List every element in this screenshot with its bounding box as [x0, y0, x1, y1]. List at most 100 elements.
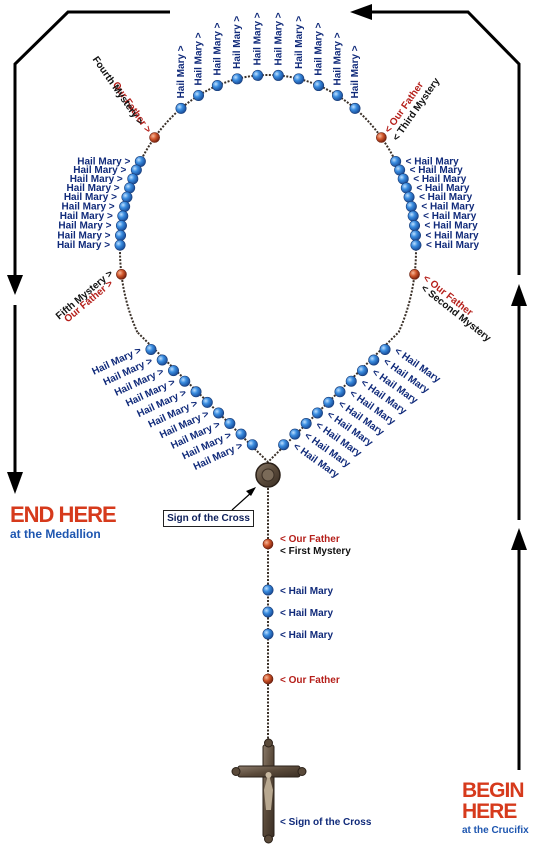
- hail-mary-bead: [409, 229, 421, 241]
- label-hail-mary: < Hail Mary: [425, 230, 479, 241]
- prayer-labels: Hail Mary >Hail Mary >Hail Mary >Hail Ma…: [54, 12, 493, 828]
- label-hail-mary: Hail Mary >: [232, 16, 243, 69]
- hail-mary-bead: [224, 418, 236, 430]
- hail-mary-bead: [117, 210, 129, 222]
- hail-mary-bead: [114, 239, 126, 251]
- hail-mary-bead: [175, 102, 187, 114]
- hail-mary-bead: [345, 375, 357, 387]
- label-second-mystery: < Second Mystery: [419, 283, 493, 344]
- hail-mary-bead: [293, 73, 305, 85]
- hail-mary-bead: [167, 365, 179, 377]
- hail-mary-bead: [357, 365, 369, 377]
- hail-mary-bead: [407, 210, 419, 222]
- hail-mary-bead: [201, 396, 213, 408]
- label-hail-mary: < Hail Mary: [280, 608, 334, 619]
- label-hail-mary: Hail Mary >: [70, 174, 123, 185]
- label-hail-mary: Hail Mary >: [314, 22, 325, 75]
- hail-mary-bead: [400, 182, 412, 194]
- our-father-bead: [262, 673, 274, 685]
- label-fifth-mystery: Fifth Mystery >: [54, 268, 115, 322]
- hail-mary-bead: [272, 69, 284, 81]
- end-here-subtitle: at the Medallion: [10, 527, 101, 541]
- rosary-beads: [114, 69, 422, 685]
- hail-mary-bead: [235, 428, 247, 440]
- hail-mary-bead: [252, 69, 264, 81]
- label-hail-mary: Hail Mary >: [176, 45, 187, 98]
- arrow-down-icon: [7, 275, 23, 295]
- sign-of-cross-box: Sign of the Cross: [163, 510, 254, 527]
- label-hail-mary: < Hail Mary: [410, 165, 464, 176]
- our-father-bead: [116, 269, 127, 280]
- label-our-father: < Our Father: [280, 675, 340, 686]
- hail-mary-bead: [179, 375, 191, 387]
- hail-mary-bead: [300, 418, 312, 430]
- hail-mary-bead: [156, 354, 168, 366]
- label-fourth-mystery: Fourth Mystery >: [90, 55, 145, 128]
- hail-mary-bead: [403, 191, 415, 203]
- hail-mary-bead: [262, 628, 274, 640]
- hail-mary-bead: [349, 102, 361, 114]
- label-hail-mary: Hail Mary >: [57, 240, 110, 251]
- hail-mary-bead: [246, 439, 258, 451]
- medallion-pointer: [231, 491, 253, 511]
- our-father-bead: [376, 132, 387, 143]
- hail-mary-bead: [190, 386, 202, 398]
- label-hail-mary: Hail Mary >: [350, 45, 361, 98]
- label-hail-mary: Hail Mary >: [77, 156, 130, 167]
- label-hail-mary: < Hail Mary: [280, 630, 334, 641]
- hail-mary-bead: [213, 407, 225, 419]
- label-hail-mary: < Hail Mary: [419, 192, 473, 203]
- hail-mary-bead: [119, 200, 131, 212]
- label-hail-mary: Hail Mary >: [73, 165, 126, 176]
- label-hail-mary: < Hail Mary: [421, 201, 475, 212]
- hail-mary-bead: [262, 584, 274, 596]
- hail-mary-bead: [313, 80, 325, 92]
- label-our-father: < Our Father: [280, 534, 340, 545]
- our-father-bead: [149, 132, 160, 143]
- hail-mary-bead: [311, 407, 323, 419]
- hail-mary-bead: [405, 200, 417, 212]
- arrow-up-icon: [511, 528, 527, 550]
- hail-mary-bead: [368, 354, 380, 366]
- arrow-up-icon: [511, 284, 527, 306]
- arrow-left-icon: [350, 4, 372, 20]
- label-hail-mary: < Hail Mary: [280, 586, 334, 597]
- label-hail-mary: < Hail Mary: [413, 174, 467, 185]
- label-hail-mary: Hail Mary >: [67, 183, 120, 194]
- crucifix-icon: [231, 738, 307, 844]
- hail-mary-bead: [323, 396, 335, 408]
- hail-mary-bead: [193, 89, 205, 101]
- begin-here-subtitle: at the Crucifix: [462, 825, 529, 836]
- our-father-bead: [409, 269, 420, 280]
- label-hail-mary: Hail Mary >: [62, 201, 115, 212]
- label-sign-of-cross: < Sign of the Cross: [280, 817, 372, 828]
- hail-mary-bead: [145, 343, 157, 355]
- hail-mary-bead: [289, 428, 301, 440]
- label-hail-mary: Hail Mary >: [212, 22, 223, 75]
- label-hail-mary: Hail Mary >: [58, 221, 111, 232]
- label-hail-mary: Hail Mary >: [253, 12, 264, 65]
- hail-mary-bead: [409, 220, 421, 232]
- label-hail-mary: < Hail Mary: [406, 156, 460, 167]
- our-father-bead: [262, 538, 274, 550]
- hail-mary-bead: [115, 220, 127, 232]
- arrow-icon: [246, 487, 256, 496]
- hail-mary-bead: [410, 239, 422, 251]
- hail-mary-bead: [211, 80, 223, 92]
- arrow-down-icon: [7, 472, 23, 494]
- hail-mary-bead: [124, 182, 136, 194]
- label-hail-mary: Hail Mary >: [332, 32, 343, 85]
- label-hail-mary: < Hail Mary: [426, 240, 480, 251]
- begin-here-title: BEGIN HERE: [462, 780, 540, 822]
- label-hail-mary: Hail Mary >: [64, 192, 117, 203]
- hail-mary-bead: [262, 606, 274, 618]
- label-hail-mary: < Hail Mary: [425, 221, 479, 232]
- label-hail-mary: Hail Mary >: [57, 230, 110, 241]
- begin-title-line1: BEGIN: [462, 779, 525, 802]
- label-first-mystery: < First Mystery: [280, 546, 351, 557]
- label-hail-mary: Hail Mary >: [194, 32, 205, 85]
- hail-mary-bead: [231, 73, 243, 85]
- hail-mary-bead: [379, 343, 391, 355]
- label-hail-mary: Hail Mary >: [60, 211, 113, 222]
- medallion-icon: [255, 462, 281, 488]
